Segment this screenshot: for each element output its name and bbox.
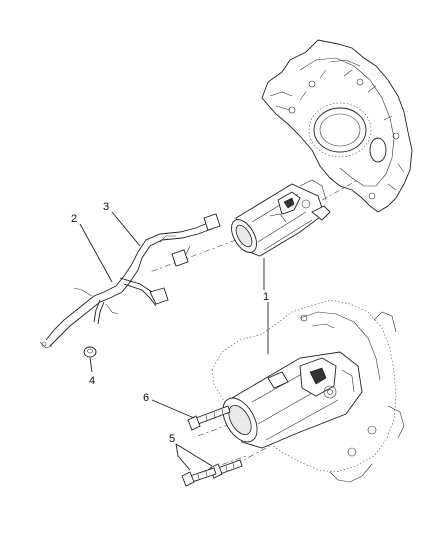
leader-2 (79, 223, 113, 283)
callout-6: 6 (143, 392, 149, 404)
leader-4 (89, 357, 93, 373)
wiring-harness (131, 213, 221, 271)
leader-5a (175, 443, 191, 471)
callout-3: 3 (103, 201, 109, 213)
callout-2: 2 (71, 213, 77, 225)
alignment-line-4 (235, 445, 271, 465)
callout-4: 4 (89, 375, 95, 387)
leader-3 (111, 211, 141, 247)
bolts-lower (181, 459, 243, 487)
alignment-line-2 (149, 239, 237, 273)
flywheel-housing (261, 39, 413, 213)
leader-6 (151, 399, 195, 419)
starter-motor-exploded (231, 179, 331, 257)
alignment-line-5 (195, 455, 247, 475)
leader-5b (175, 443, 213, 467)
leader-lines (79, 211, 269, 471)
engine-block (211, 299, 405, 483)
nut (83, 346, 97, 358)
bolt-upper (187, 405, 231, 431)
callout-5: 5 (169, 433, 175, 445)
starter-motor-installed (222, 351, 363, 449)
callout-1: 1 (263, 291, 269, 303)
battery-cable (39, 263, 169, 349)
